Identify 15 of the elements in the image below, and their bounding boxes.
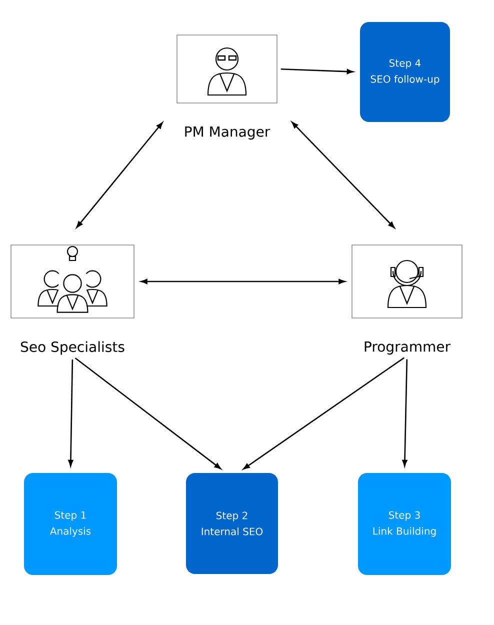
- arrow: [243, 357, 404, 470]
- arrow: [140, 278, 346, 284]
- arrow: [402, 359, 408, 466]
- role-label: Programmer: [364, 341, 451, 355]
- step-box: Step 4 SEO follow-up: [360, 22, 450, 122]
- arrow: [68, 359, 74, 466]
- arrow: [280, 68, 354, 74]
- step-box: Step 1 Analysis: [24, 473, 117, 575]
- role-label: Seo Specialists: [20, 341, 124, 355]
- arrow: [292, 122, 395, 228]
- step-box: Step 3 Link Building: [358, 473, 451, 575]
- role-label: PM Manager: [185, 126, 270, 140]
- arrow: [76, 122, 163, 228]
- step-box: Step 2 Internal SEO: [186, 473, 278, 574]
- arrow: [75, 358, 222, 470]
